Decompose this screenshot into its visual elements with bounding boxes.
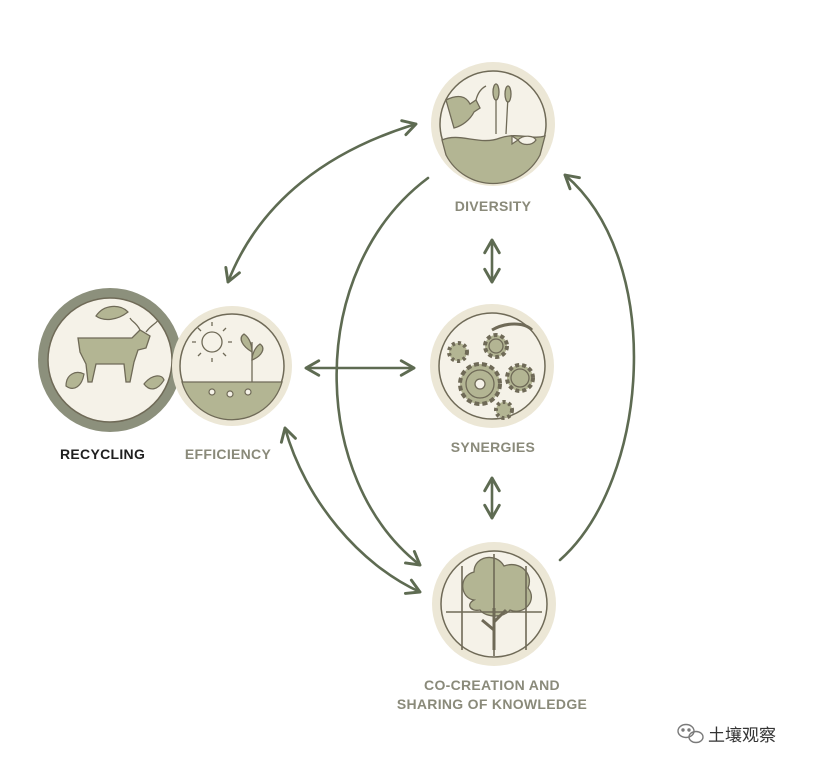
- label-diversity: DIVERSITY: [454, 198, 532, 214]
- deer-icon: [445, 85, 487, 129]
- arrows: [224, 119, 636, 595]
- label-cocreation-line1: CO-CREATION AND: [424, 677, 560, 693]
- node-recycling: [38, 288, 182, 432]
- arrow-diversity-cocreation: [335, 176, 430, 567]
- watermark-text: 土壤观察: [708, 725, 776, 746]
- arrow-cocreation-diversity: [558, 173, 636, 562]
- arrow-diversity-efficiency: [224, 119, 418, 284]
- node-diversity: [431, 62, 555, 186]
- label-cocreation: CO-CREATION AND SHARING OF KNOWLEDGE: [380, 676, 604, 714]
- sprout-icon: [240, 333, 264, 382]
- label-cocreation-line2: SHARING OF KNOWLEDGE: [396, 696, 588, 712]
- sun-icon: [192, 322, 232, 362]
- arrow-efficiency-cocreation: [279, 426, 422, 595]
- cow-icon: [77, 317, 159, 383]
- node-synergies: [430, 304, 554, 428]
- label-recycling: RECYCLING: [60, 446, 146, 462]
- gears-icon: [447, 333, 535, 420]
- fish-icon: [511, 134, 537, 146]
- label-efficiency: EFFICIENCY: [184, 446, 272, 462]
- node-efficiency: [172, 306, 292, 426]
- node-cocreation: [432, 542, 556, 666]
- reed-icon: [492, 83, 512, 135]
- seed-icons: [208, 388, 252, 398]
- wechat-icon: [677, 723, 704, 744]
- watermark: 土壤观察: [676, 720, 806, 746]
- worm-icon: [491, 322, 534, 332]
- leaf-icons: [65, 305, 165, 390]
- window-frame-lines: [446, 554, 542, 656]
- label-synergies: SYNERGIES: [450, 439, 536, 455]
